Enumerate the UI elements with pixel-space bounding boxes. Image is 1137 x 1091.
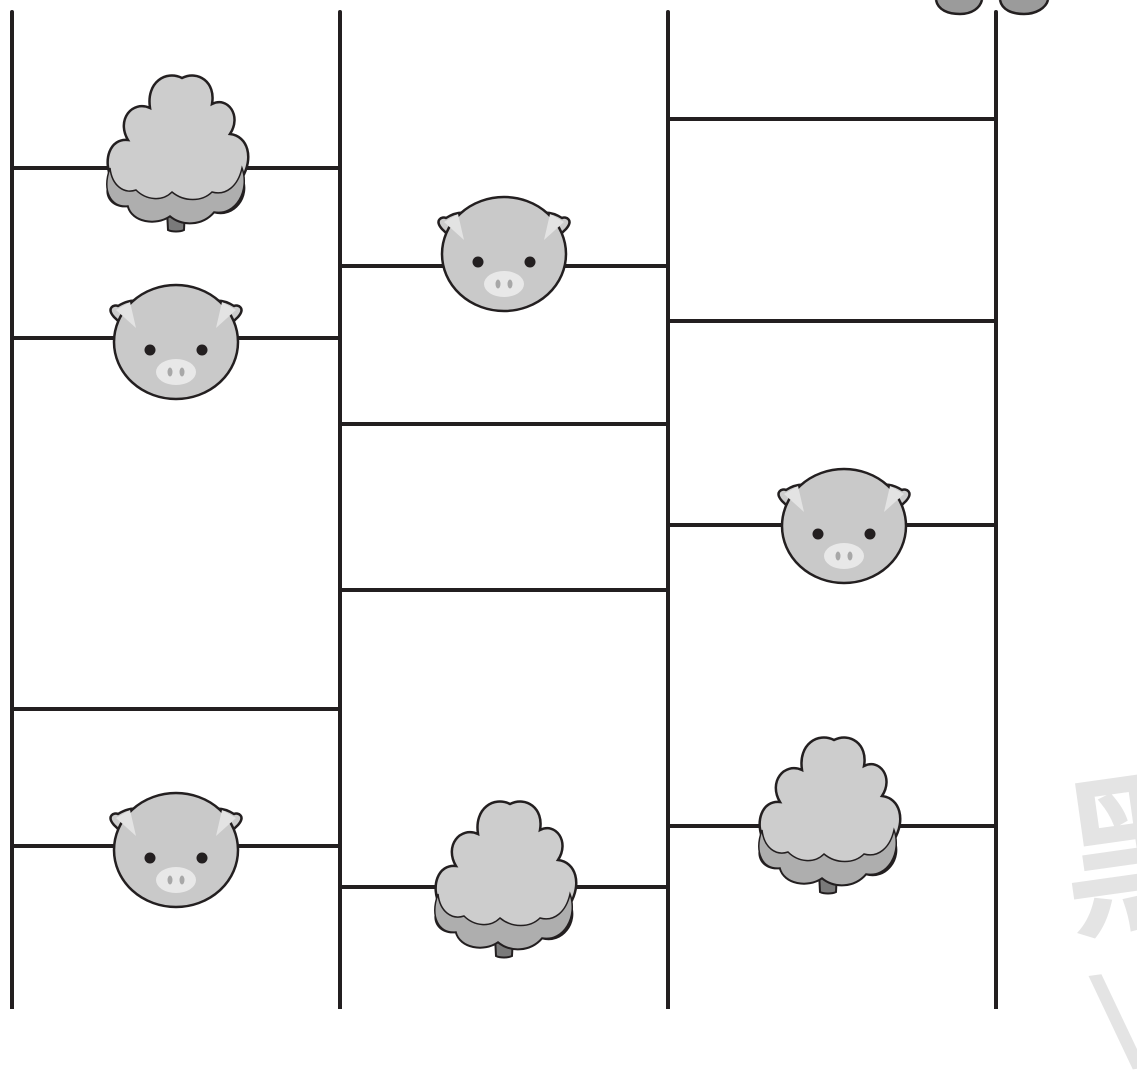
pig-icon [777,467,911,585]
game-board: 黑 \ [10,0,1137,1091]
partial-icon-top-right [934,0,1050,16]
ladder-board [10,0,1050,1009]
pig-icon [109,791,243,909]
tree-icon [757,736,902,895]
watermark-char-2: \ [1085,947,1137,1091]
tree-icon [105,74,250,233]
pig-icon [109,283,243,401]
tree-icon [433,800,578,959]
pig-icon [437,195,571,313]
